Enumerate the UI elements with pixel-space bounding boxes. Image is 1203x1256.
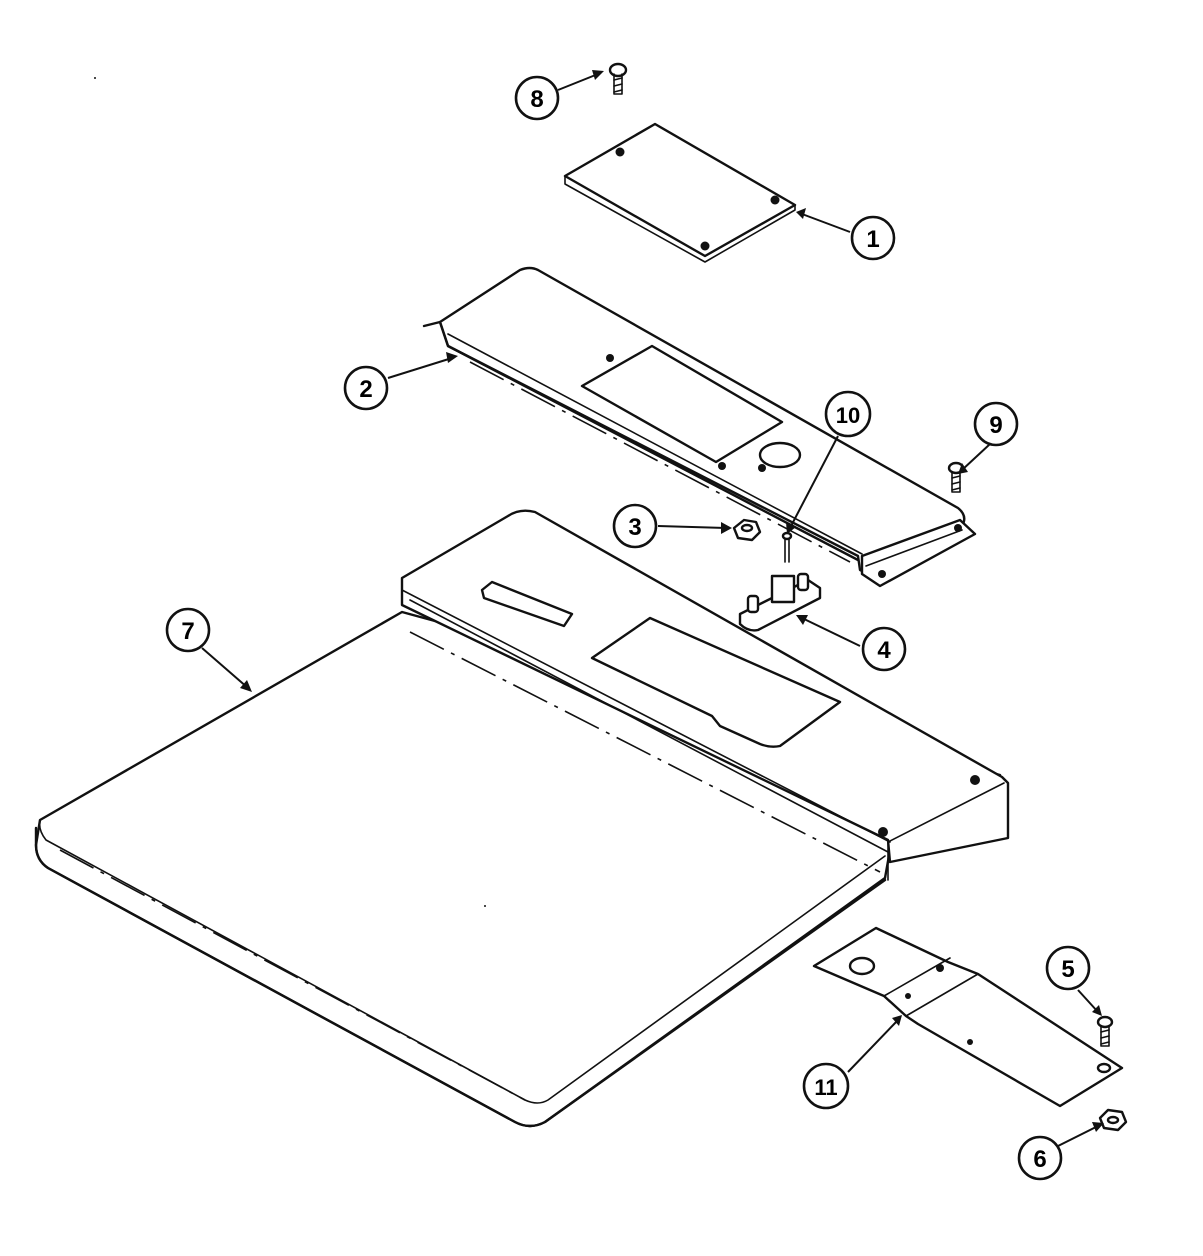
callout-label: 6 xyxy=(1033,1146,1046,1173)
callout-1: 1 xyxy=(850,215,896,261)
part-1-plate xyxy=(563,122,797,263)
callout-label: 5 xyxy=(1061,956,1074,983)
callout-label: 8 xyxy=(530,86,543,113)
part-11-bracket xyxy=(812,926,1124,1108)
callout-7: 7 xyxy=(165,607,211,653)
callout-label: 2 xyxy=(359,376,372,403)
callout-10: 10 xyxy=(824,390,872,438)
part-6-nut xyxy=(1098,1108,1128,1132)
part-8-screw xyxy=(608,62,628,95)
callout-label: 4 xyxy=(877,637,891,664)
callout-label: 10 xyxy=(836,403,860,428)
callout-label: 9 xyxy=(989,412,1002,439)
callout-3: 3 xyxy=(612,503,658,549)
callout-8: 8 xyxy=(514,75,560,121)
callout-label: 11 xyxy=(814,1075,837,1100)
callout-4: 4 xyxy=(861,626,907,672)
callout-label: 7 xyxy=(181,618,194,645)
callout-2: 2 xyxy=(343,365,389,411)
callout-6: 6 xyxy=(1017,1135,1063,1181)
part-3-nut xyxy=(732,518,762,542)
part-7-top-panel xyxy=(34,509,1010,1128)
callout-5: 5 xyxy=(1045,945,1091,991)
leader-lines xyxy=(201,70,1104,1147)
callout-9: 9 xyxy=(973,401,1019,447)
callout-11: 11 xyxy=(802,1062,850,1110)
callout-label: 1 xyxy=(866,226,879,253)
part-2-cover xyxy=(422,266,977,588)
part-5-screw xyxy=(1096,1015,1114,1047)
callout-label: 3 xyxy=(628,514,641,541)
part-10-pin xyxy=(781,531,793,563)
part-4-terminal-block xyxy=(738,572,822,632)
